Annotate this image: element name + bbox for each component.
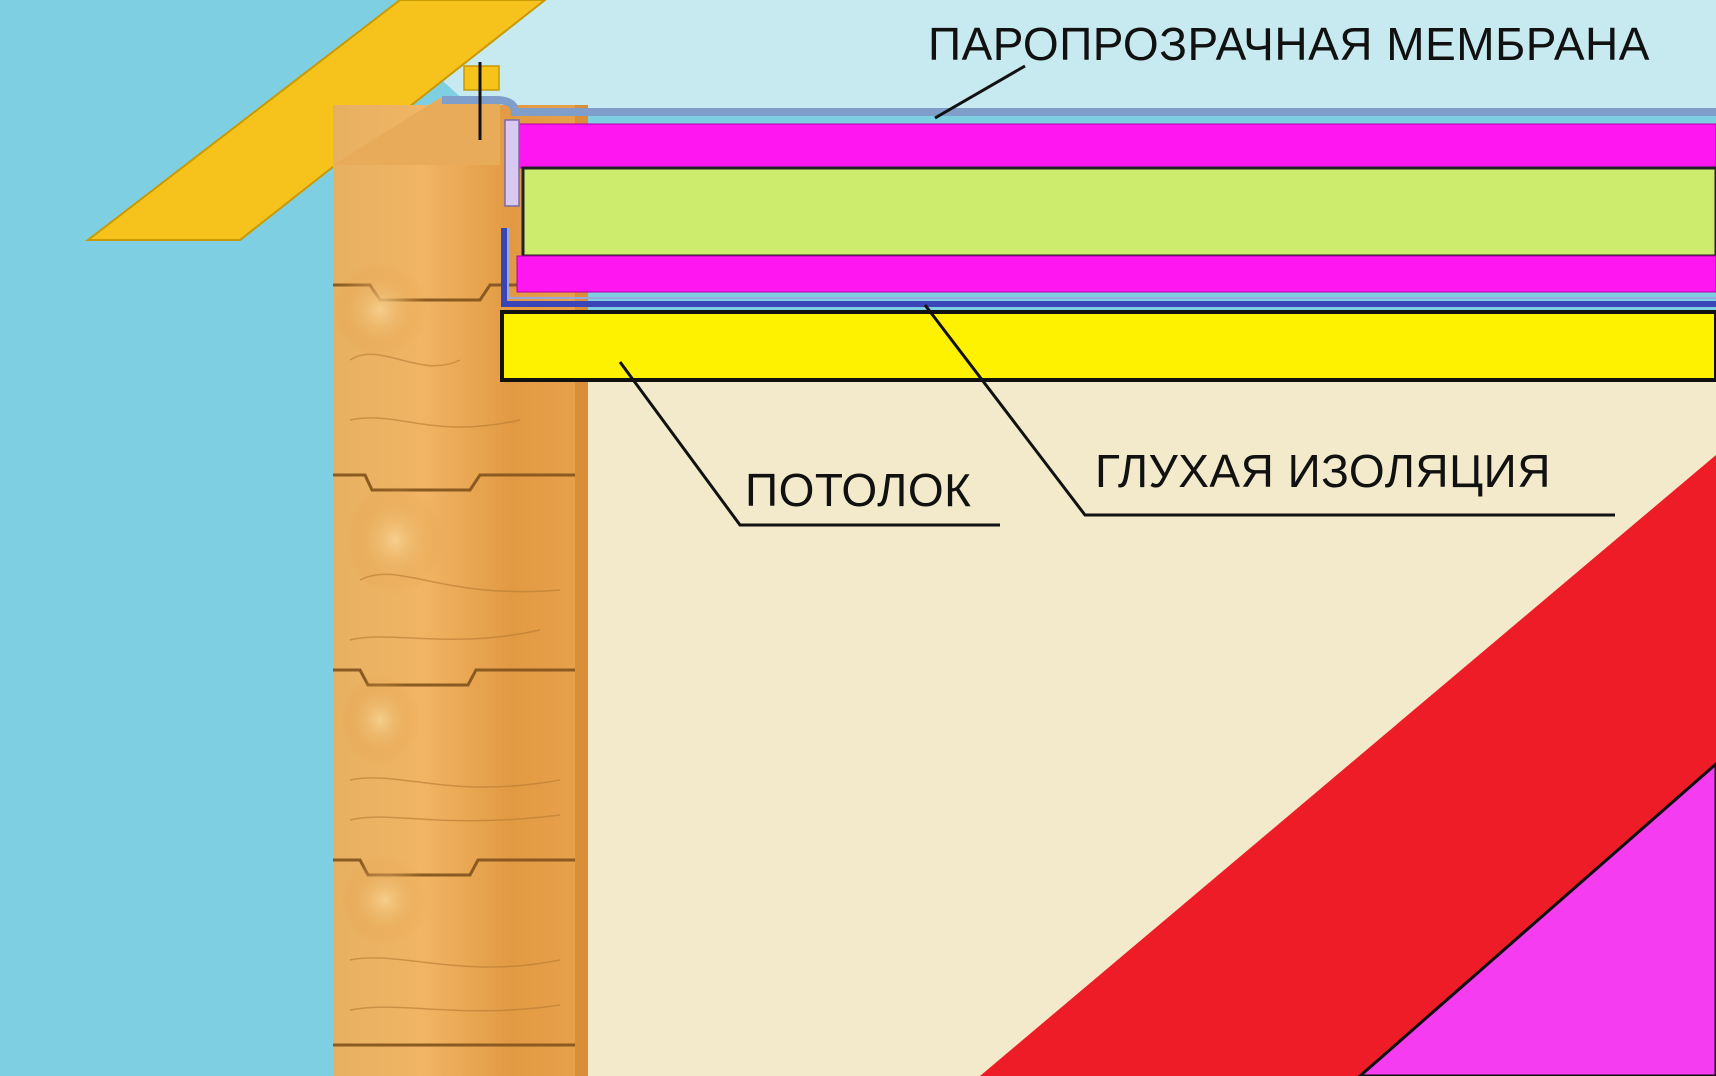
sealed-insulation-line — [501, 228, 1716, 307]
log-wall — [332, 98, 588, 1076]
membrane-label: ПАРОПРОЗРАЧНАЯ МЕМБРАНА — [928, 18, 1650, 70]
attic-air — [420, 0, 1716, 115]
red-diagonal-band — [980, 455, 1716, 1076]
insulation-magenta-top — [516, 123, 1716, 169]
vapor-membrane-line — [442, 96, 1716, 116]
rafter-board — [85, 0, 547, 241]
insulation-leader-line — [923, 304, 1615, 517]
insulation-label: ГЛУХАЯ ИЗОЛЯЦИЯ — [1095, 445, 1551, 497]
membrane-leader-line — [934, 64, 1026, 120]
ceiling-board — [500, 310, 1716, 382]
sealed-insulation-accent — [507, 228, 1716, 299]
insulation-magenta-bottom — [516, 255, 1716, 293]
ceiling-leader-line — [618, 361, 1000, 527]
insulation-green-core — [521, 166, 1716, 258]
ceiling-label: ПОТОЛОК — [745, 464, 971, 516]
pink-diagonal-band — [1357, 762, 1716, 1076]
frame-strip-left — [504, 119, 520, 207]
